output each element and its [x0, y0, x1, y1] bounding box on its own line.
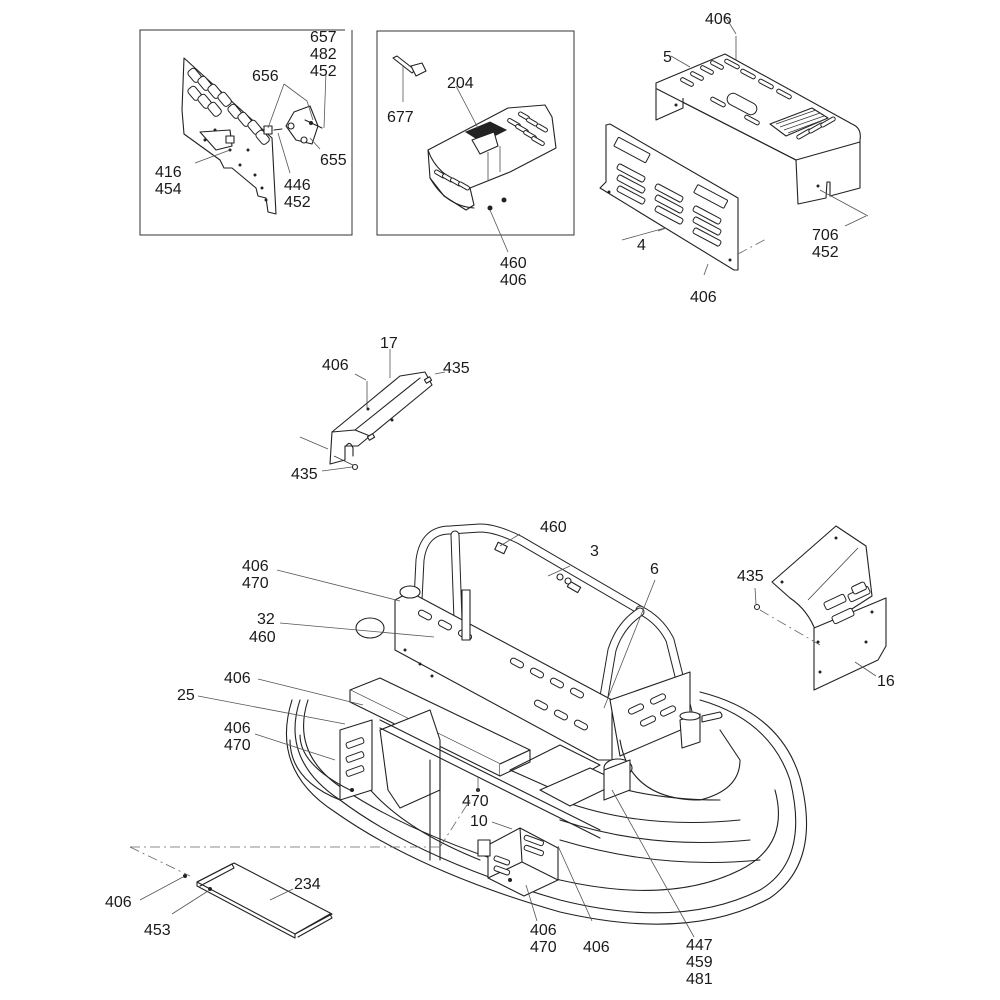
engine-cover-assembly: 406 5 4 706 452 406 [599, 11, 869, 306]
callout-452: 452 [284, 194, 311, 211]
roll-bar [413, 523, 695, 725]
tray-234: 234 406 453 [105, 846, 333, 939]
callout-459: 459 [686, 954, 713, 971]
callout-17: 17 [380, 335, 398, 352]
inset-control-panel: 657 482 452 656 655 416 454 446 452 [139, 29, 353, 236]
callout-406-bottom: 406 [690, 289, 717, 306]
seat-mounting-plate [427, 104, 557, 211]
seat-switch [464, 121, 508, 211]
callout-470-e: 470 [530, 939, 557, 956]
callout-416: 416 [155, 164, 182, 181]
callout-16: 16 [877, 673, 895, 690]
callout-452: 452 [812, 244, 839, 261]
guard-17: 17 406 435 435 [291, 335, 470, 483]
callout-10: 10 [470, 813, 488, 830]
callout-406-top: 406 [705, 11, 732, 28]
callout-481: 481 [686, 971, 713, 988]
callout-5: 5 [663, 49, 672, 66]
engine-cover-top [655, 53, 861, 205]
guard-16: 435 16 [737, 525, 895, 691]
callout-655: 655 [320, 152, 347, 169]
callout-706: 706 [812, 227, 839, 244]
inset-seat-plate: 677 204 460 406 [376, 30, 575, 289]
callout-234: 234 [294, 876, 321, 893]
callout-656: 656 [252, 68, 279, 85]
callout-406: 406 [500, 272, 527, 289]
callout-460: 460 [540, 519, 567, 536]
callout-6: 6 [650, 561, 659, 578]
callout-4: 4 [637, 237, 646, 254]
callout-25: 25 [177, 687, 195, 704]
callout-470-c: 470 [224, 737, 251, 754]
callout-406: 406 [105, 894, 132, 911]
callout-406-b: 406 [224, 670, 251, 687]
callout-677: 677 [387, 109, 414, 126]
callout-460: 460 [500, 255, 527, 272]
callout-452: 452 [310, 63, 337, 80]
main-frame: 460 3 6 406 470 32 460 406 25 406 470 47… [130, 519, 807, 988]
indicator-lamp [263, 125, 273, 135]
callout-447: 447 [686, 937, 713, 954]
callout-435-bottom: 435 [291, 466, 318, 483]
inset-frame [376, 30, 575, 236]
callout-453: 453 [144, 922, 171, 939]
callout-446: 446 [284, 177, 311, 194]
callout-454: 454 [155, 181, 182, 198]
callout-204: 204 [447, 75, 474, 92]
callout-460-b: 460 [249, 629, 276, 646]
callout-435: 435 [737, 568, 764, 585]
chassis [289, 585, 741, 897]
control-panel-plate [181, 57, 277, 215]
callout-657: 657 [310, 29, 337, 46]
callout-3: 3 [590, 543, 599, 560]
callout-470-d: 470 [462, 793, 489, 810]
callout-406: 406 [322, 357, 349, 374]
callout-482: 482 [310, 46, 337, 63]
front-grille-panel [599, 123, 739, 271]
callout-406-f: 406 [583, 939, 610, 956]
callout-470-a: 470 [242, 575, 269, 592]
ignition-key [392, 55, 427, 77]
callout-406-a: 406 [242, 558, 269, 575]
callout-32: 32 [257, 611, 275, 628]
callout-406-e: 406 [530, 922, 557, 939]
callout-435-top: 435 [443, 360, 470, 377]
inset-frame [139, 29, 353, 236]
callout-406-c: 406 [224, 720, 251, 737]
switch-bracket [285, 105, 323, 145]
